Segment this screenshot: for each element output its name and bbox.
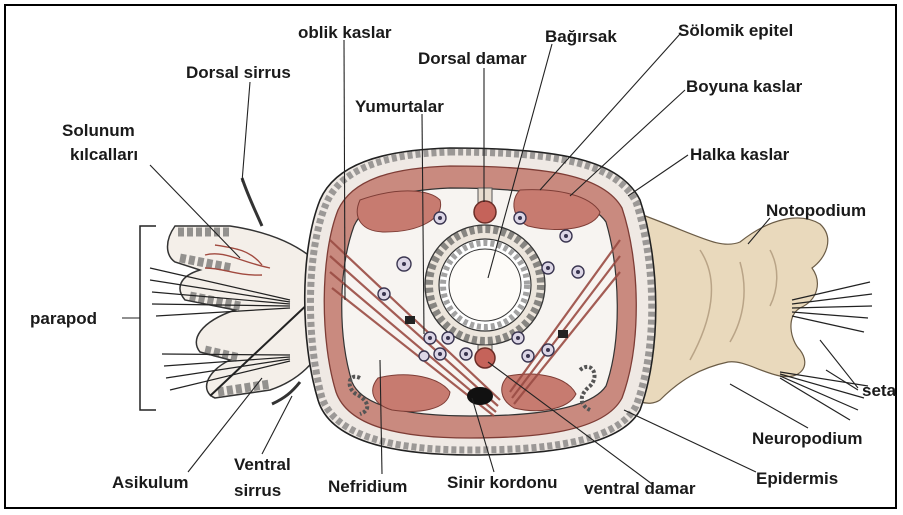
label-epidermis: Epidermis xyxy=(756,469,838,488)
label-seta: seta xyxy=(862,381,897,400)
left-parapodium xyxy=(150,178,325,404)
label-dorsal-sirrus: Dorsal sirrus xyxy=(186,63,291,82)
nerve-cord xyxy=(467,387,493,405)
parapod-bracket xyxy=(140,226,156,410)
right-parapodium xyxy=(628,214,872,420)
label-dorsal-damar: Dorsal damar xyxy=(418,49,527,68)
intestine xyxy=(425,225,545,345)
label-boyuna-kaslar: Boyuna kaslar xyxy=(686,77,803,96)
label-parapod: parapod xyxy=(30,309,97,328)
label-solomik-epitel: Sölomik epitel xyxy=(678,21,793,40)
label-sinir-kordonu: Sinir kordonu xyxy=(447,473,558,492)
label-notopodium: Notopodium xyxy=(766,201,866,220)
label-ventral-damar: ventral damar xyxy=(584,479,696,498)
label-bagirsak: Bağırsak xyxy=(545,27,617,46)
label-ventral-sirrus-2: sirrus xyxy=(234,481,281,500)
label-oblik-kaslar: oblik kaslar xyxy=(298,23,392,42)
label-halka-kaslar: Halka kaslar xyxy=(690,145,790,164)
label-yumurtalar: Yumurtalar xyxy=(355,97,444,116)
label-solunum-1: Solunum xyxy=(62,121,135,140)
label-solunum-2: kılcalları xyxy=(70,145,138,164)
label-asikulum: Asikulum xyxy=(112,473,189,492)
label-nefridium: Nefridium xyxy=(328,477,407,496)
label-ventral-sirrus-1: Ventral xyxy=(234,455,291,474)
label-neuropodium: Neuropodium xyxy=(752,429,863,448)
